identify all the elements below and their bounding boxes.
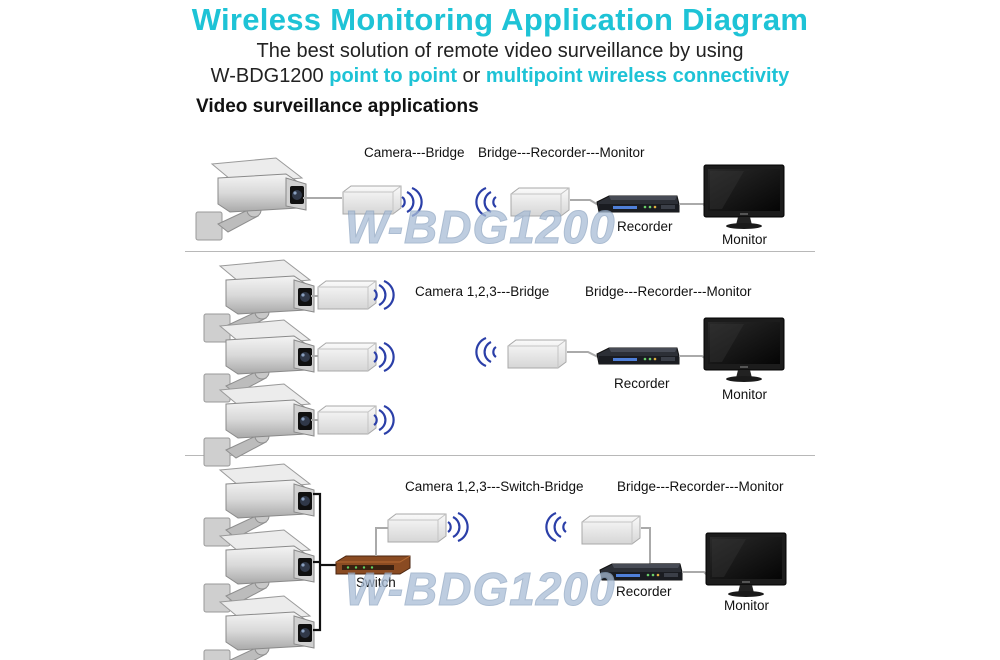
signal-icon (545, 511, 568, 543)
scenario1-monitor-label: Monitor (722, 232, 768, 247)
separator-2 (185, 455, 815, 456)
subtitle-p2p: point to point (329, 65, 457, 87)
subtitle-line2: W-BDG1200 point to point or multipoint w… (0, 65, 1000, 88)
section-title: Video surveillance applications (196, 96, 479, 117)
monitor-icon (705, 532, 787, 598)
scenario2-label-right: Bridge---Recorder---Monitor (585, 284, 752, 299)
monitor-icon (703, 317, 785, 383)
subtitle-or: or (462, 65, 481, 87)
recorder-icon (596, 347, 680, 365)
bridge-icon (317, 280, 377, 310)
scenario2-graphics (203, 259, 785, 467)
signal-icon (372, 279, 395, 311)
scenario3-label-right: Bridge---Recorder---Monitor (617, 479, 784, 494)
watermark-1: W-BDG1200 (345, 201, 616, 254)
bridge-icon (387, 513, 447, 543)
bridge-icon (507, 339, 567, 369)
camera-icon (195, 157, 307, 241)
scenario3-monitor-label: Monitor (724, 598, 770, 613)
scenario1-label-right: Bridge---Recorder---Monitor (478, 145, 645, 160)
subtitle-line1: The best solution of remote video survei… (256, 40, 744, 62)
watermark-2: W-BDG1200 (345, 563, 616, 616)
subtitle-model: W-BDG1200 (210, 65, 324, 87)
scenario3-switch-label: Switch (356, 575, 396, 590)
signal-icon (475, 336, 498, 368)
signal-icon (372, 341, 395, 373)
page-title: Wireless Monitoring Application Diagram (191, 2, 809, 37)
scenario1-graphics (195, 157, 785, 241)
separator-1 (185, 251, 815, 252)
subtitle-multipoint: multipoint wireless connectivity (485, 65, 790, 87)
signal-icon (372, 404, 395, 436)
bridge-icon (581, 515, 641, 545)
scenario2-recorder-label: Recorder (614, 376, 670, 391)
scenario3-label-left: Camera 1,2,3---Switch-Bridge (405, 479, 584, 494)
scenario2-monitor-label: Monitor (722, 387, 768, 402)
bridge-icon (317, 342, 377, 372)
scenario3-graphics (203, 463, 787, 660)
bridge-icon (317, 405, 377, 435)
monitor-icon (703, 164, 785, 230)
scenario1-recorder-label: Recorder (617, 219, 673, 234)
scenario1-label-left: Camera---Bridge (364, 145, 465, 160)
scenario3-recorder-label: Recorder (616, 584, 672, 599)
signal-icon (446, 511, 469, 543)
scenario2-label-left: Camera 1,2,3---Bridge (415, 284, 550, 299)
